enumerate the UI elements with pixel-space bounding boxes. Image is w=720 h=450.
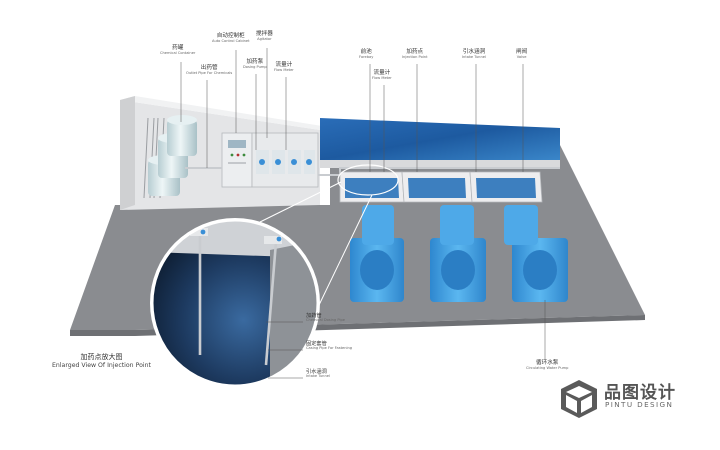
label-flow-meter-right: 流量计 Flow Meter	[372, 70, 392, 81]
inset-title-en: Enlarged View Of Injection Point	[52, 362, 151, 369]
chemical-pipes	[185, 167, 560, 176]
injection-point-cn: 加药点	[406, 49, 424, 55]
chemical-container-cn: 药罐	[172, 45, 184, 51]
brand-logo-icon	[561, 380, 597, 418]
back-wall-top	[120, 96, 322, 130]
side-wall	[120, 96, 135, 210]
label-dosing-pump: 加药泵 Dosing Pump	[243, 59, 267, 70]
label-circulating-pump: 循环水泵 Circulating Water Pump	[526, 360, 569, 371]
casing-pipe-cn: 固定套管	[306, 341, 327, 347]
label-flow-meter-left: 流量计 Flow Meter	[274, 62, 294, 73]
dosing-units	[251, 132, 319, 188]
auto-control-cabinet-cn: 自动控制柜	[216, 33, 245, 39]
valve-cn: 闸阀	[516, 49, 528, 55]
label-intake-tunnel: 引水涵洞 Intake Tunnel	[462, 49, 486, 60]
injection-point-marker	[337, 164, 399, 196]
forebay-cn: 前池	[360, 49, 372, 55]
casing-pipe-en: Casing Pipe For Fastening	[306, 346, 353, 351]
flow-meter-left-en: Flow Meter	[274, 67, 294, 72]
label-chemical-dosing-pipe: 加药管 Chemical Dosing Pipe	[306, 313, 345, 323]
flow-meter-right-cn: 流量计	[373, 70, 391, 76]
auto-control-cabinet-en: Auto Control Cabinet	[212, 38, 250, 43]
inset-title: 加药点放大图 Enlarged View Of Injection Point	[52, 352, 151, 369]
dosing-pump-cn: 加药泵	[246, 59, 264, 65]
valve-en: Valve	[516, 54, 527, 59]
flow-meter-left-cn: 流量计	[275, 62, 293, 68]
label-auto-control-cabinet: 自动控制柜 Auto Control Cabinet	[212, 33, 250, 44]
water-channel	[320, 118, 560, 160]
inset-view	[150, 218, 320, 388]
circulating-pump-en: Circulating Water Pump	[526, 365, 569, 370]
outlet-pipe-en: Outlet Pipe For Chemicals	[186, 70, 233, 75]
injection-point-en: Injection Point	[402, 54, 428, 59]
leader-lines	[180, 48, 546, 379]
intake-tunnel-en: Intake Tunnel	[462, 54, 486, 59]
brand: 品图设计 PINTU DESIGN	[556, 372, 686, 418]
label-inset-intake-tunnel: 引水涵洞 Intake Tunnel	[306, 369, 330, 379]
inset-intake-tunnel-en: Intake Tunnel	[306, 374, 330, 379]
chemical-tanks	[148, 115, 197, 196]
agitator-cn: 搅拌器	[256, 31, 273, 37]
label-agitator: 搅拌器 Agitator	[256, 31, 273, 42]
chemical-dosing-pipe-en: Chemical Dosing Pipe	[306, 318, 345, 323]
flow-meter-right-en: Flow Meter	[372, 75, 392, 80]
auto-control-cabinet	[221, 132, 253, 188]
label-casing-pipe: 固定套管 Casing Pipe For Fastening	[306, 341, 353, 351]
agitator-en: Agitator	[257, 36, 272, 41]
label-forebay: 前池 Forebay	[359, 49, 374, 60]
inset-intake-tunnel-cn: 引水涵洞	[306, 369, 327, 375]
outlet-pipe-cn: 出药管	[200, 65, 218, 71]
inset-connector-top	[259, 181, 342, 223]
label-injection-point: 加药点 Injection Point	[402, 49, 428, 60]
inset-title-cn: 加药点放大图	[80, 353, 123, 361]
circulating-pump-cn: 循环水泵	[536, 360, 559, 366]
chemical-container-en: Chemical Container	[160, 50, 196, 55]
forebay-basins	[339, 171, 543, 203]
forebay-en: Forebay	[359, 54, 374, 59]
brand-subtitle: PINTU DESIGN	[605, 400, 674, 409]
circulating-pumps	[350, 205, 568, 302]
brand-name: 品图设计	[604, 383, 676, 403]
label-outlet-pipe: 出药管 Outlet Pipe For Chemicals	[186, 65, 233, 76]
label-chemical-container: 药罐 Chemical Container	[160, 45, 196, 56]
label-valve: 闸阀 Valve	[516, 49, 528, 60]
chemical-dosing-pipe-cn: 加药管	[306, 313, 322, 319]
dosing-pump-en: Dosing Pump	[243, 64, 267, 69]
intake-tunnel-cn: 引水涵洞	[462, 49, 486, 55]
